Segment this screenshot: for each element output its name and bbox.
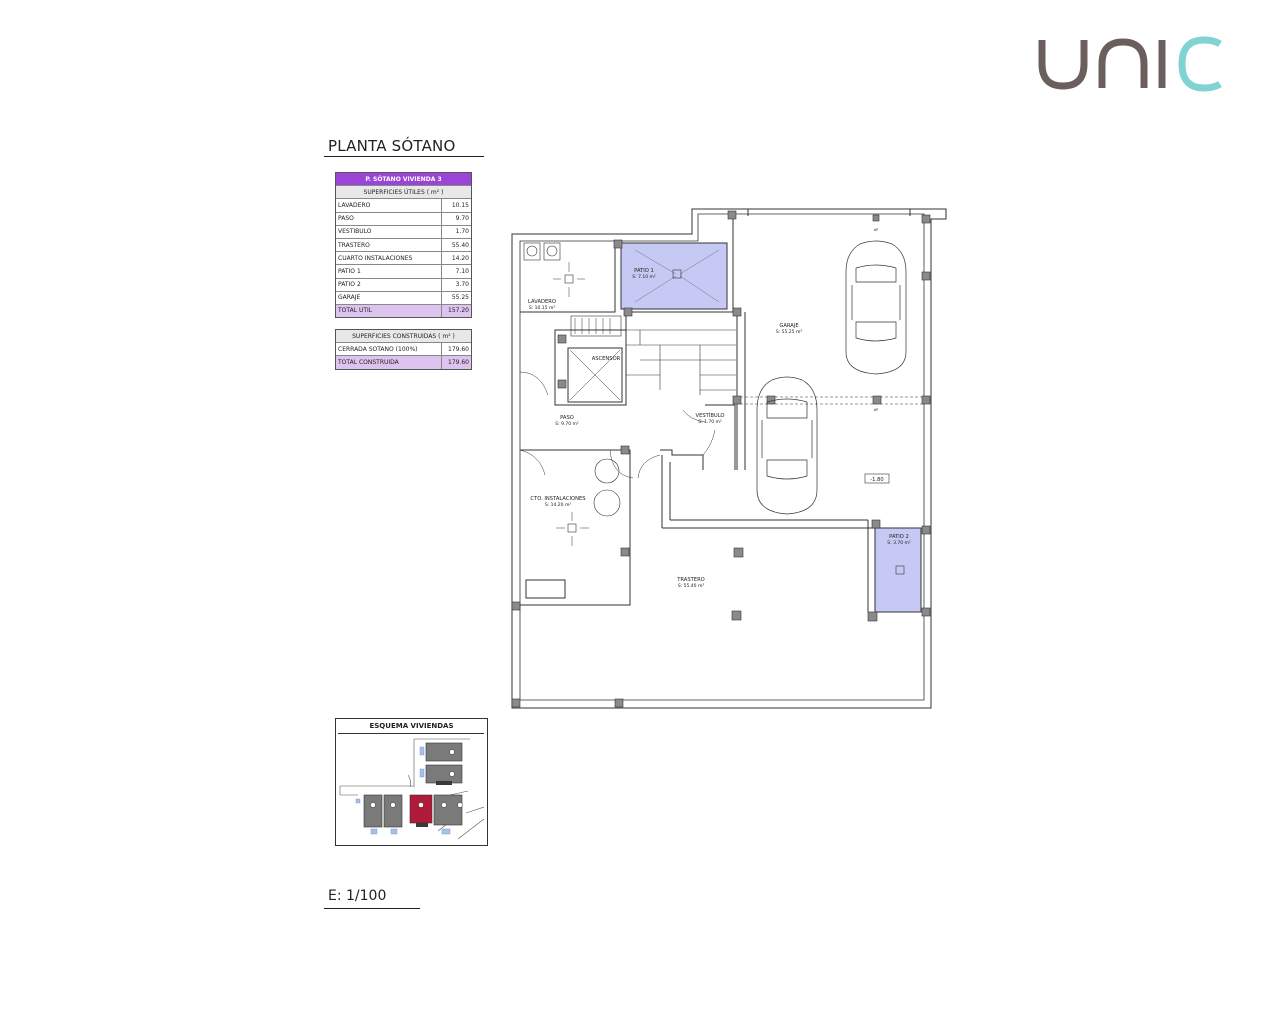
scheme-title-divider bbox=[338, 733, 484, 734]
row-name: GARAJE bbox=[338, 294, 361, 302]
room-name-paso: PASO bbox=[560, 415, 574, 421]
door-swing bbox=[609, 449, 634, 479]
table-row: VESTÍBULO 1.70 bbox=[336, 224, 471, 238]
door-swing bbox=[519, 371, 549, 396]
washer bbox=[543, 242, 561, 261]
row-value: 55.25 bbox=[441, 291, 471, 304]
table-row: PATIO 1 7.10 bbox=[336, 264, 471, 278]
row-name: CERRADA SÓTANO (100%) bbox=[338, 345, 418, 353]
table-row: CERRADA SÓTANO (100%) 179.60 bbox=[336, 342, 471, 356]
row-name: TRASTERO bbox=[338, 241, 370, 249]
room-name-patio1: PATIO 1 bbox=[634, 268, 654, 274]
wall-core bbox=[736, 312, 746, 470]
title-underline bbox=[324, 156, 484, 157]
total-name: TOTAL ÚTIL bbox=[338, 307, 373, 315]
wall-garage-left bbox=[661, 455, 671, 528]
table-row: TRASTERO 55.40 bbox=[336, 237, 471, 252]
table-row: PASO 9.70 bbox=[336, 211, 471, 225]
scheme-map bbox=[339, 738, 484, 840]
row-name: PATIO 1 bbox=[338, 267, 361, 275]
outer-wall bbox=[511, 208, 947, 709]
patio-2-area bbox=[874, 527, 922, 613]
room-area-patio2: S: 3.70 m² bbox=[887, 540, 911, 546]
level-tag: -1.80 bbox=[870, 477, 883, 483]
room-area-instalaciones: S: 14.20 m² bbox=[545, 502, 571, 508]
table-title-row: P. SÓTANO VIVIENDA 3 bbox=[336, 173, 471, 186]
row-value: 55.40 bbox=[441, 238, 471, 252]
table-header: SUPERFICIES ÚTILES ( m² ) bbox=[363, 188, 444, 196]
table-row: CUARTO INSTALACIONES 14.20 bbox=[336, 251, 471, 265]
table-header-row: SUPERFICIES ÚTILES ( m² ) bbox=[336, 185, 471, 199]
housing-scheme: ESQUEMA VIVIENDAS bbox=[335, 718, 488, 846]
room-area-garaje: S: 55.25 m² bbox=[776, 329, 802, 335]
row-value: 7.10 bbox=[441, 265, 471, 278]
room-name-patio2: PATIO 2 bbox=[889, 534, 909, 540]
row-name: VESTÍBULO bbox=[338, 228, 372, 236]
door-swing bbox=[702, 429, 716, 456]
table-title: P. SÓTANO VIVIENDA 3 bbox=[365, 175, 442, 183]
page-title: PLANTA SÓTANO bbox=[328, 137, 456, 155]
room-name-instalaciones: CTO. INSTALACIONES bbox=[530, 496, 585, 502]
room-name-ascensor: ASCENSOR bbox=[592, 356, 621, 362]
useful-surfaces-table: P. SÓTANO VIVIENDA 3 SUPERFICIES ÚTILES … bbox=[335, 172, 472, 319]
stairs bbox=[626, 329, 736, 395]
wall-lavadero bbox=[520, 243, 616, 313]
room-name-garaje: GARAJE bbox=[779, 323, 798, 329]
unic-logo bbox=[1030, 30, 1230, 100]
table-total-row: TOTAL CONSTRUIDA 179.60 bbox=[336, 355, 471, 369]
row-name: PATIO 2 bbox=[338, 281, 361, 289]
room-name-vestibulo: VESTÍBULO bbox=[696, 412, 725, 419]
door-swing bbox=[519, 449, 546, 476]
total-value: 179.60 bbox=[441, 356, 471, 369]
door-swing bbox=[682, 409, 706, 423]
top-rail bbox=[747, 209, 911, 216]
wall-instalaciones-box bbox=[525, 579, 566, 599]
door-swing bbox=[637, 454, 661, 479]
row-value: 179.60 bbox=[441, 343, 471, 356]
ap-mark: AP bbox=[874, 228, 879, 232]
table-header-row: SUPERFICIES CONSTRUIDAS ( m² ) bbox=[336, 330, 471, 343]
table-header: SUPERFICIES CONSTRUIDAS ( m² ) bbox=[352, 332, 455, 340]
car-bottom bbox=[756, 376, 818, 515]
row-value: 10.15 bbox=[441, 199, 471, 212]
scheme-title: ESQUEMA VIVIENDAS bbox=[369, 722, 454, 730]
room-area-patio1: S: 7.10 m² bbox=[632, 274, 656, 280]
wall-ascensor bbox=[567, 347, 623, 403]
basement-floor-plan: -1.80 AP AP PATIO 1 S: 7.10 m² LAVADERO … bbox=[505, 200, 955, 715]
row-value: 1.70 bbox=[441, 225, 471, 238]
wall-paso bbox=[520, 449, 631, 606]
car-top bbox=[845, 240, 907, 375]
table-row: LAVADERO 10.15 bbox=[336, 198, 471, 212]
table-total-row: TOTAL ÚTIL 157.20 bbox=[336, 303, 471, 318]
row-name: LAVADERO bbox=[338, 201, 371, 209]
room-area-trastero: S: 55.40 m² bbox=[678, 583, 704, 589]
room-area-vestibulo: S: 1.70 m² bbox=[698, 419, 722, 425]
wall-stairs bbox=[554, 312, 627, 406]
built-surfaces-table: SUPERFICIES CONSTRUIDAS ( m² ) CERRADA S… bbox=[335, 329, 472, 370]
row-name: PASO bbox=[338, 215, 354, 223]
row-value: 14.20 bbox=[441, 252, 471, 265]
scale-label: E: 1/100 bbox=[328, 888, 387, 904]
table-row: PATIO 2 3.70 bbox=[336, 277, 471, 291]
table-row: GARAJE 55.25 bbox=[336, 290, 471, 304]
total-name: TOTAL CONSTRUIDA bbox=[338, 358, 399, 366]
scale-underline bbox=[324, 908, 420, 909]
patio-1-area bbox=[620, 242, 728, 310]
room-name-lavadero: LAVADERO bbox=[528, 299, 556, 305]
ap-mark: AP bbox=[874, 408, 879, 412]
row-value: 3.70 bbox=[441, 278, 471, 291]
room-name-trastero: TRASTERO bbox=[676, 577, 705, 583]
row-name: CUARTO INSTALACIONES bbox=[338, 254, 413, 262]
wall-garage bbox=[662, 527, 921, 613]
wall-vestibule bbox=[660, 404, 736, 470]
washer bbox=[523, 242, 541, 261]
room-area-lavadero: S: 10.15 m² bbox=[529, 305, 555, 311]
total-value: 157.20 bbox=[441, 304, 471, 318]
room-area-paso: S: 9.70 m² bbox=[555, 421, 579, 427]
row-value: 9.70 bbox=[441, 212, 471, 225]
